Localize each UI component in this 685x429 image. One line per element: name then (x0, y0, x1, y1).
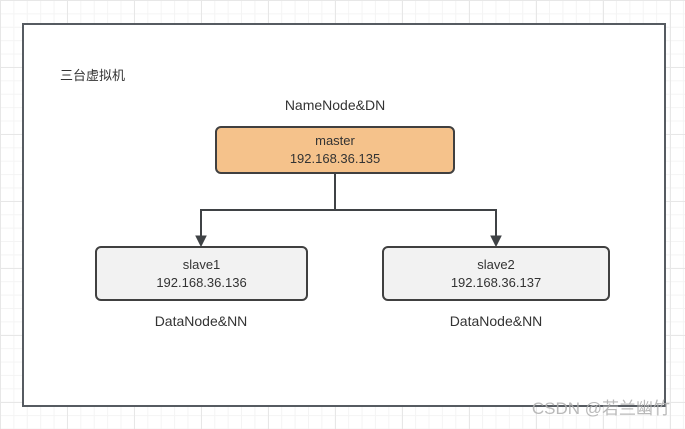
node-slave2-name: slave2 (477, 256, 515, 272)
node-master: master 192.168.36.135 (215, 126, 455, 174)
node-slave2-ip: 192.168.36.137 (450, 274, 542, 290)
node-master-name: master (315, 133, 355, 149)
frame-title: 三台虚拟机 (60, 68, 126, 83)
role-label-namenode: NameNode&DN (284, 97, 386, 113)
role-label-datanode-slave1: DataNode&NN (154, 313, 248, 329)
node-slave1-ip: 192.168.36.136 (156, 274, 247, 290)
role-label-datanode-slave2: DataNode&NN (449, 313, 543, 329)
node-master-ip: 192.168.36.135 (289, 151, 381, 166)
node-slave1-name: slave1 (182, 256, 221, 272)
node-slave2: slave2 192.168.36.137 (382, 246, 610, 301)
node-slave1: slave1 192.168.36.136 (95, 246, 308, 301)
csdn-watermark: CSDN @若兰幽竹 (531, 399, 670, 418)
diagram-frame: 三台虚拟机 (22, 23, 666, 407)
